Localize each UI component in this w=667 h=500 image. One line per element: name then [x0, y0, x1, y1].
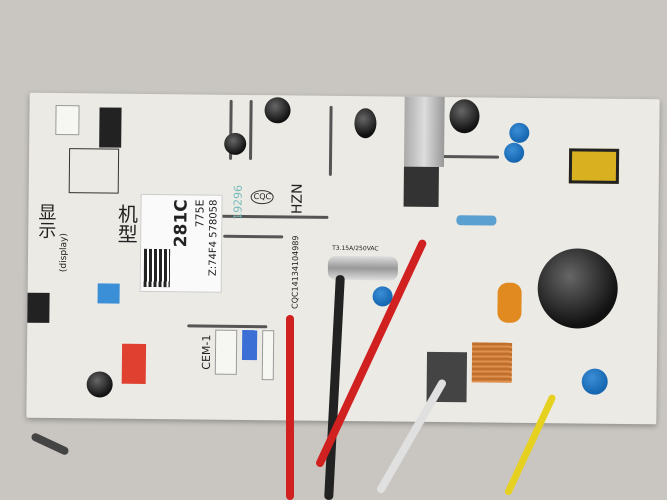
connector-red [121, 343, 147, 384]
inductor [471, 342, 513, 383]
connector [55, 104, 80, 136]
connector [261, 330, 275, 381]
buzzer [224, 132, 247, 155]
capacitor [354, 108, 377, 139]
qr-code [143, 248, 171, 288]
fuse-rating: T3.15A/250VAC [332, 244, 379, 253]
trace [439, 155, 500, 159]
model-label-cn: 机型 [114, 203, 139, 244]
hzn-label: HZN [289, 183, 306, 215]
transformer [568, 148, 620, 184]
trace [223, 234, 284, 239]
dip-table [68, 148, 120, 194]
large-capacitor [537, 248, 619, 329]
ceramic-capacitor [581, 368, 608, 395]
trace [249, 100, 253, 161]
film-capacitor [497, 282, 522, 323]
sticker-label: 281C 775E Z:74F4 578058 [139, 193, 223, 293]
label-line2: 775E [193, 199, 207, 228]
trace [208, 214, 329, 219]
trace [187, 324, 268, 329]
display-module [27, 292, 50, 323]
heatsink [403, 96, 445, 168]
connector-blue [241, 329, 258, 361]
capacitor [449, 99, 480, 134]
connector-blue [97, 283, 120, 304]
label-line3: Z:74F4 578058 [207, 199, 220, 277]
trace [328, 105, 333, 176]
date-stamp: 19296 [231, 184, 245, 220]
resistor [456, 215, 497, 226]
ceramic-capacitor [509, 122, 530, 143]
regulator [403, 166, 439, 207]
display-label-cn: 显示 [35, 202, 57, 239]
connector [99, 107, 122, 148]
display-label-en: (display) [58, 233, 70, 273]
cqc-number: CQC14134104989 [290, 235, 301, 310]
ceramic-capacitor [504, 142, 525, 163]
wire-terminal [30, 431, 70, 457]
circuit-board: 显示 (display) 机型 281C 775E Z:74F4 578058 … [26, 92, 660, 425]
connector [214, 329, 238, 375]
capacitor [264, 97, 291, 124]
cem-label: CEM-1 [199, 334, 214, 370]
red-wire [286, 315, 294, 500]
cqc-logo: CQC [250, 190, 275, 205]
label-line1: 281C [171, 199, 192, 248]
capacitor [86, 371, 113, 398]
